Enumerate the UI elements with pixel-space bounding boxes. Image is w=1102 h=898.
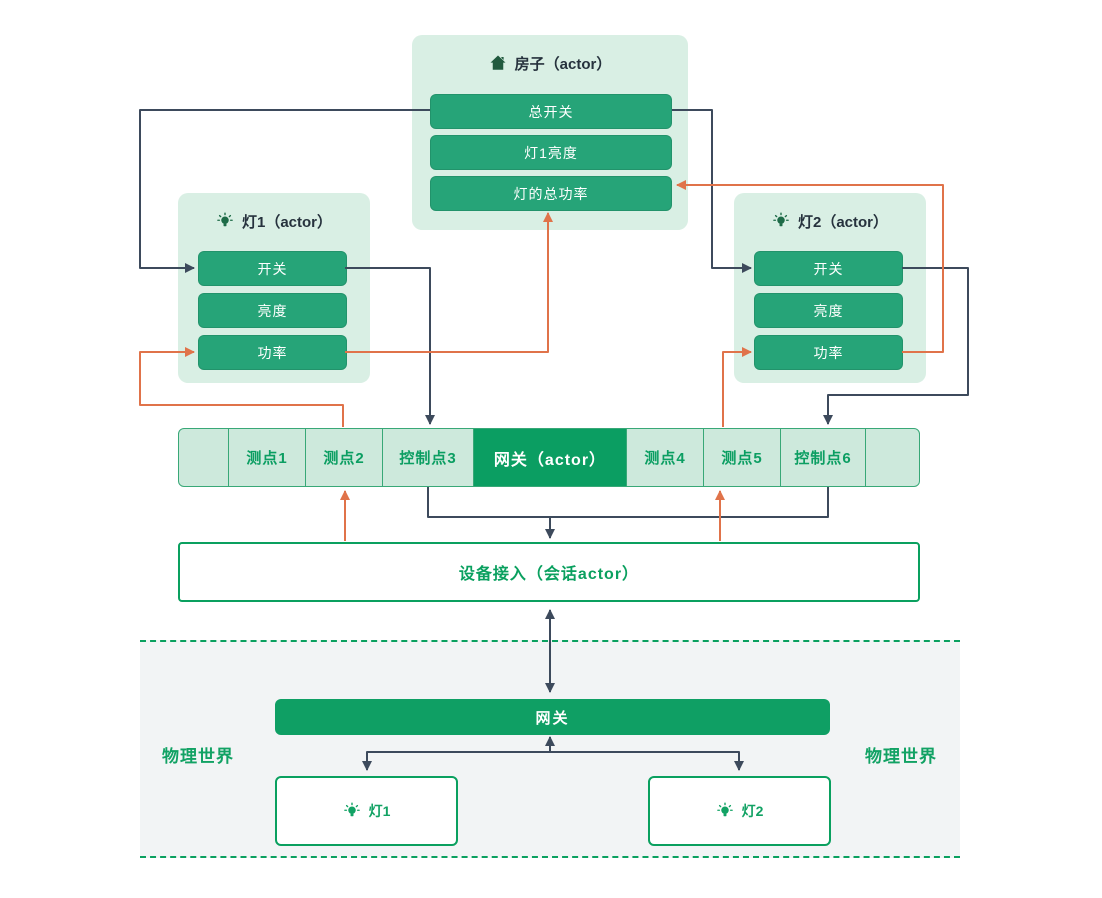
gateway-actor-bar: 测点1 测点2 控制点3 网关（actor） 测点4 测点5 控制点6 (178, 428, 920, 487)
bulb-icon (716, 802, 734, 820)
lamp1-attribute-brightness: 亮度 (198, 293, 347, 328)
house-actor-label: 房子（actor） (514, 55, 612, 73)
physical-world-section: 物理世界 物理世界 网关 灯1 (140, 640, 960, 858)
lamp2-attribute-brightness: 亮度 (754, 293, 903, 328)
physical-lamp2-label: 灯2 (741, 803, 764, 819)
lamp1-actor-label: 灯1（actor） (241, 213, 333, 231)
lamp2-actor-label: 灯2（actor） (797, 213, 889, 231)
device-access-box: 设备接入（会话actor） (178, 542, 920, 602)
lamp2-actor-panel: 灯2（actor） 开关 亮度 功率 (734, 193, 926, 383)
bulb-icon (343, 802, 361, 820)
lamp2-attribute-power: 功率 (754, 335, 903, 370)
house-actor-title: 房子（actor） (412, 51, 688, 75)
lamp1-actor-title: 灯1（actor） (178, 209, 370, 233)
lamp2-attribute-switch: 开关 (754, 251, 903, 286)
attribute-total-power: 灯的总功率 (430, 176, 672, 211)
lamp1-actor-panel: 灯1（actor） 开关 亮度 功率 (178, 193, 370, 383)
wire-lamp1-power-to-total-power (345, 212, 553, 353)
lamp1-attribute-power: 功率 (198, 335, 347, 370)
house-icon (489, 54, 507, 72)
physical-gateway-label: 网关 (535, 709, 570, 727)
lamp1-attribute-switch: 开关 (198, 251, 347, 286)
bar-segment-empty-right (866, 429, 918, 486)
attribute-lamp1-brightness: 灯1亮度 (430, 135, 672, 170)
bulb-icon (772, 212, 790, 230)
attribute-main-switch: 总开关 (430, 94, 672, 129)
physical-lamp1-box: 灯1 (275, 776, 458, 846)
physical-gateway-bar: 网关 (275, 699, 830, 735)
bar-segment-control3: 控制点3 (383, 429, 474, 486)
device-access-label: 设备接入（会话actor） (458, 566, 640, 583)
bar-segment-control6: 控制点6 (781, 429, 866, 486)
physical-lamp2-box: 灯2 (648, 776, 831, 846)
bar-segment-empty-left (179, 429, 229, 486)
bar-segment-point4: 测点4 (627, 429, 704, 486)
lamp2-actor-title: 灯2（actor） (734, 209, 926, 233)
physical-lamp1-label: 灯1 (368, 803, 391, 819)
bar-segment-point2: 测点2 (306, 429, 383, 486)
physical-world-label-left: 物理世界 (162, 747, 234, 766)
bar-segment-gateway-actor: 网关（actor） (474, 429, 627, 486)
bar-segment-point1: 测点1 (229, 429, 306, 486)
house-actor-panel: 房子（actor） 总开关 灯1亮度 灯的总功率 (412, 35, 688, 230)
wire-control-points-junction (427, 487, 829, 518)
physical-world-label-right: 物理世界 (865, 747, 937, 766)
bar-segment-point5: 测点5 (704, 429, 781, 486)
bulb-icon (216, 212, 234, 230)
